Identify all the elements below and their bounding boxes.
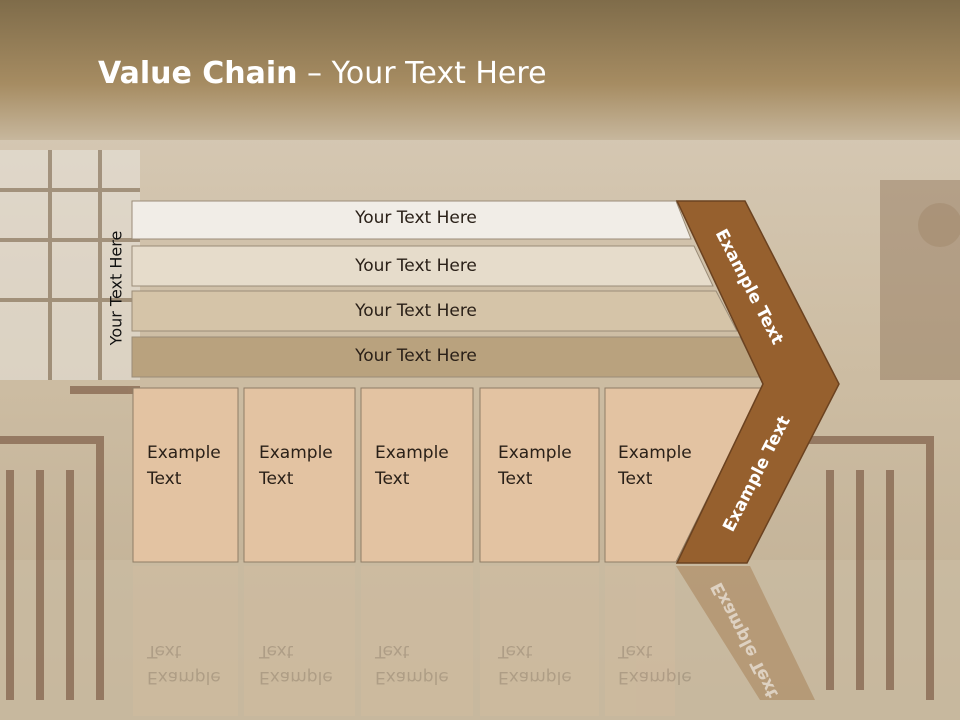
- activity-reflection-5-line1: Example: [618, 667, 692, 687]
- activity-reflection-3-line2: Text: [375, 641, 410, 661]
- support-row-2: [131, 245, 714, 287]
- activity-text-5-line2: Text: [618, 469, 653, 489]
- activity-reflection-4-line1: Example: [498, 667, 572, 687]
- activity-box-2: [243, 387, 356, 563]
- activity-reflection-5-line2: Text: [618, 641, 653, 661]
- margin-chevron: [675, 200, 840, 564]
- support-row-label-2: Your Text Here: [355, 256, 477, 276]
- activity-box-5: [604, 387, 763, 563]
- activity-reflection-3-line1: Example: [375, 667, 449, 687]
- activity-reflection-2: Example Text: [259, 638, 333, 690]
- activity-box-1: [132, 387, 239, 563]
- slide-title: Value Chain – Your Text Here: [98, 56, 547, 91]
- activity-reflection-5: Example Text: [618, 638, 692, 690]
- activity-reflection-1: Example Text: [147, 638, 221, 690]
- activity-reflection-2-line1: Example: [259, 667, 333, 687]
- primary-activities: [132, 387, 763, 563]
- activity-text-4-line2: Text: [498, 469, 533, 489]
- activity-reflection-4: Example Text: [498, 638, 572, 690]
- activity-text-2-line2: Text: [259, 469, 294, 489]
- support-rows: [131, 200, 762, 378]
- activity-reflection-1-line1: Example: [147, 667, 221, 687]
- support-row-label-1: Your Text Here: [355, 208, 477, 228]
- reflection: [133, 566, 675, 716]
- activity-reflection-1-line2: Text: [147, 641, 182, 661]
- support-row-1: [131, 200, 692, 240]
- activity-reflection-2-line2: Text: [259, 641, 294, 661]
- activity-reflection-3: Example Text: [375, 638, 449, 690]
- activity-box-3: [360, 387, 474, 563]
- activity-text-1-line2: Text: [147, 469, 182, 489]
- title-bold: Value Chain: [98, 56, 298, 91]
- activity-text-1-line1: Example: [147, 443, 221, 463]
- support-row-label-4: Your Text Here: [355, 346, 477, 366]
- activity-text-2-line1: Example: [259, 443, 333, 463]
- support-row-label-3: Your Text Here: [355, 301, 477, 321]
- activity-text-3-line1: Example: [375, 443, 449, 463]
- chevron-reflection: [676, 566, 815, 700]
- support-row-3: [131, 290, 738, 332]
- activity-text-5-line1: Example: [618, 443, 692, 463]
- title-rest: – Your Text Here: [297, 56, 547, 91]
- activity-reflection-4-line2: Text: [498, 641, 533, 661]
- activity-box-4: [479, 387, 600, 563]
- activity-text-3-line2: Text: [375, 469, 410, 489]
- activity-text-4-line1: Example: [498, 443, 572, 463]
